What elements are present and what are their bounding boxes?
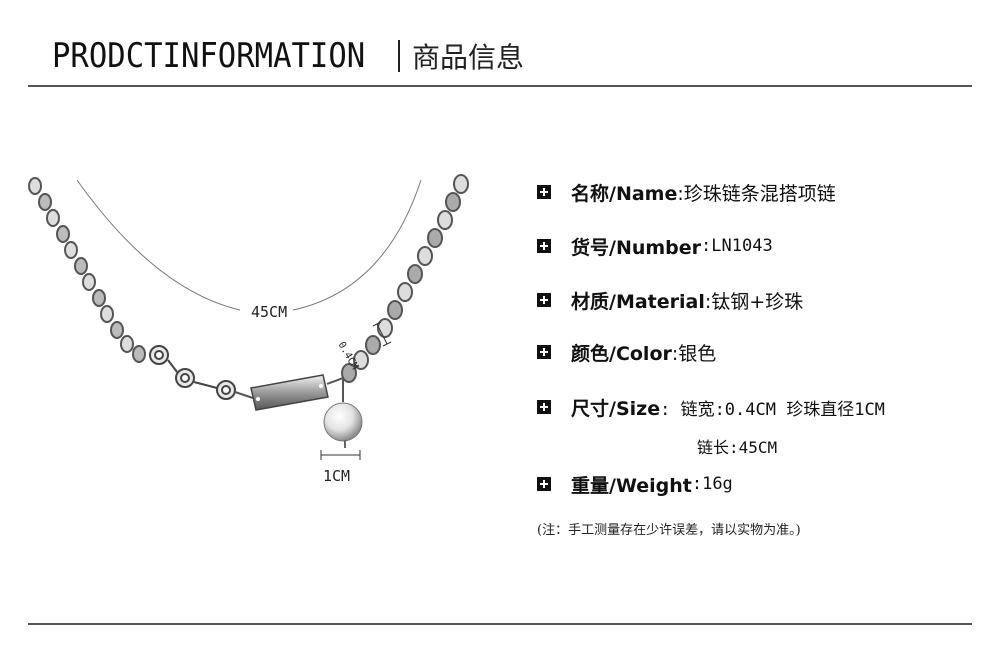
bottom-divider (28, 623, 972, 625)
chain-right (341, 174, 469, 383)
spec-label: 材质/Material (571, 290, 705, 313)
length-curve-left (76, 179, 241, 311)
plus-icon (537, 400, 551, 414)
pearl-diameter-marker (320, 450, 361, 460)
page-header: PRODCTINFORMATION 商品信息 (52, 36, 524, 76)
spec-value: :16g (691, 474, 733, 494)
spec-size-length: 链长:45CM (697, 438, 778, 457)
spec-value: :LN1043 (701, 236, 773, 256)
crystal-stations (149, 345, 236, 400)
spec-size: 尺寸/Size : 链宽:0.4CM 珍珠直径1CM (537, 394, 885, 420)
spec-material: 材质/Material :钛钢+珍珠 (537, 287, 803, 313)
length-curve-right (292, 179, 422, 311)
top-divider (28, 85, 972, 87)
spec-number: 货号/Number :LN1043 (537, 233, 773, 259)
plus-icon (537, 293, 551, 307)
spec-list: 名称/Name :珍珠链条混搭项链 货号/Number :LN1043 材质/M… (537, 0, 977, 560)
spec-value: :银色 (671, 342, 717, 365)
spec-value: :珍珠链条混搭项链 (677, 182, 836, 205)
title-divider (398, 40, 400, 72)
chain-left (28, 177, 146, 363)
page-title-cn: 商品信息 (412, 41, 525, 74)
plus-icon (537, 477, 551, 491)
pearl-pendant (323, 378, 363, 448)
chain-length-label: 45CM (251, 303, 288, 321)
plus-icon (537, 185, 551, 199)
necklace-illustration (28, 174, 469, 460)
plus-icon (537, 239, 551, 253)
bar-tag (234, 374, 344, 411)
pearl-size-label: 1CM (323, 467, 351, 485)
page-title-en: PRODCTINFORMATION (52, 36, 366, 76)
spec-color: 颜色/Color :银色 (537, 339, 716, 365)
spec-label: 颜色/Color (571, 342, 672, 365)
spec-value: : 链宽:0.4CM 珍珠直径1CM (660, 399, 885, 420)
product-image: 45CM 1CM 0.4CM (25, 170, 485, 500)
spec-label: 货号/Number (571, 236, 702, 259)
spec-label: 名称/Name (571, 182, 678, 205)
spec-weight: 重量/Weight :16g (537, 471, 733, 497)
spec-value: :钛钢+珍珠 (704, 290, 804, 313)
width-marker (372, 321, 392, 347)
spec-label: 尺寸/Size (571, 397, 661, 420)
spec-name: 名称/Name :珍珠链条混搭项链 (537, 179, 836, 205)
plus-icon (537, 345, 551, 359)
measurement-note: (注：手工测量存在少许误差，请以实物为准。) (537, 523, 801, 538)
spec-label: 重量/Weight (571, 474, 692, 497)
